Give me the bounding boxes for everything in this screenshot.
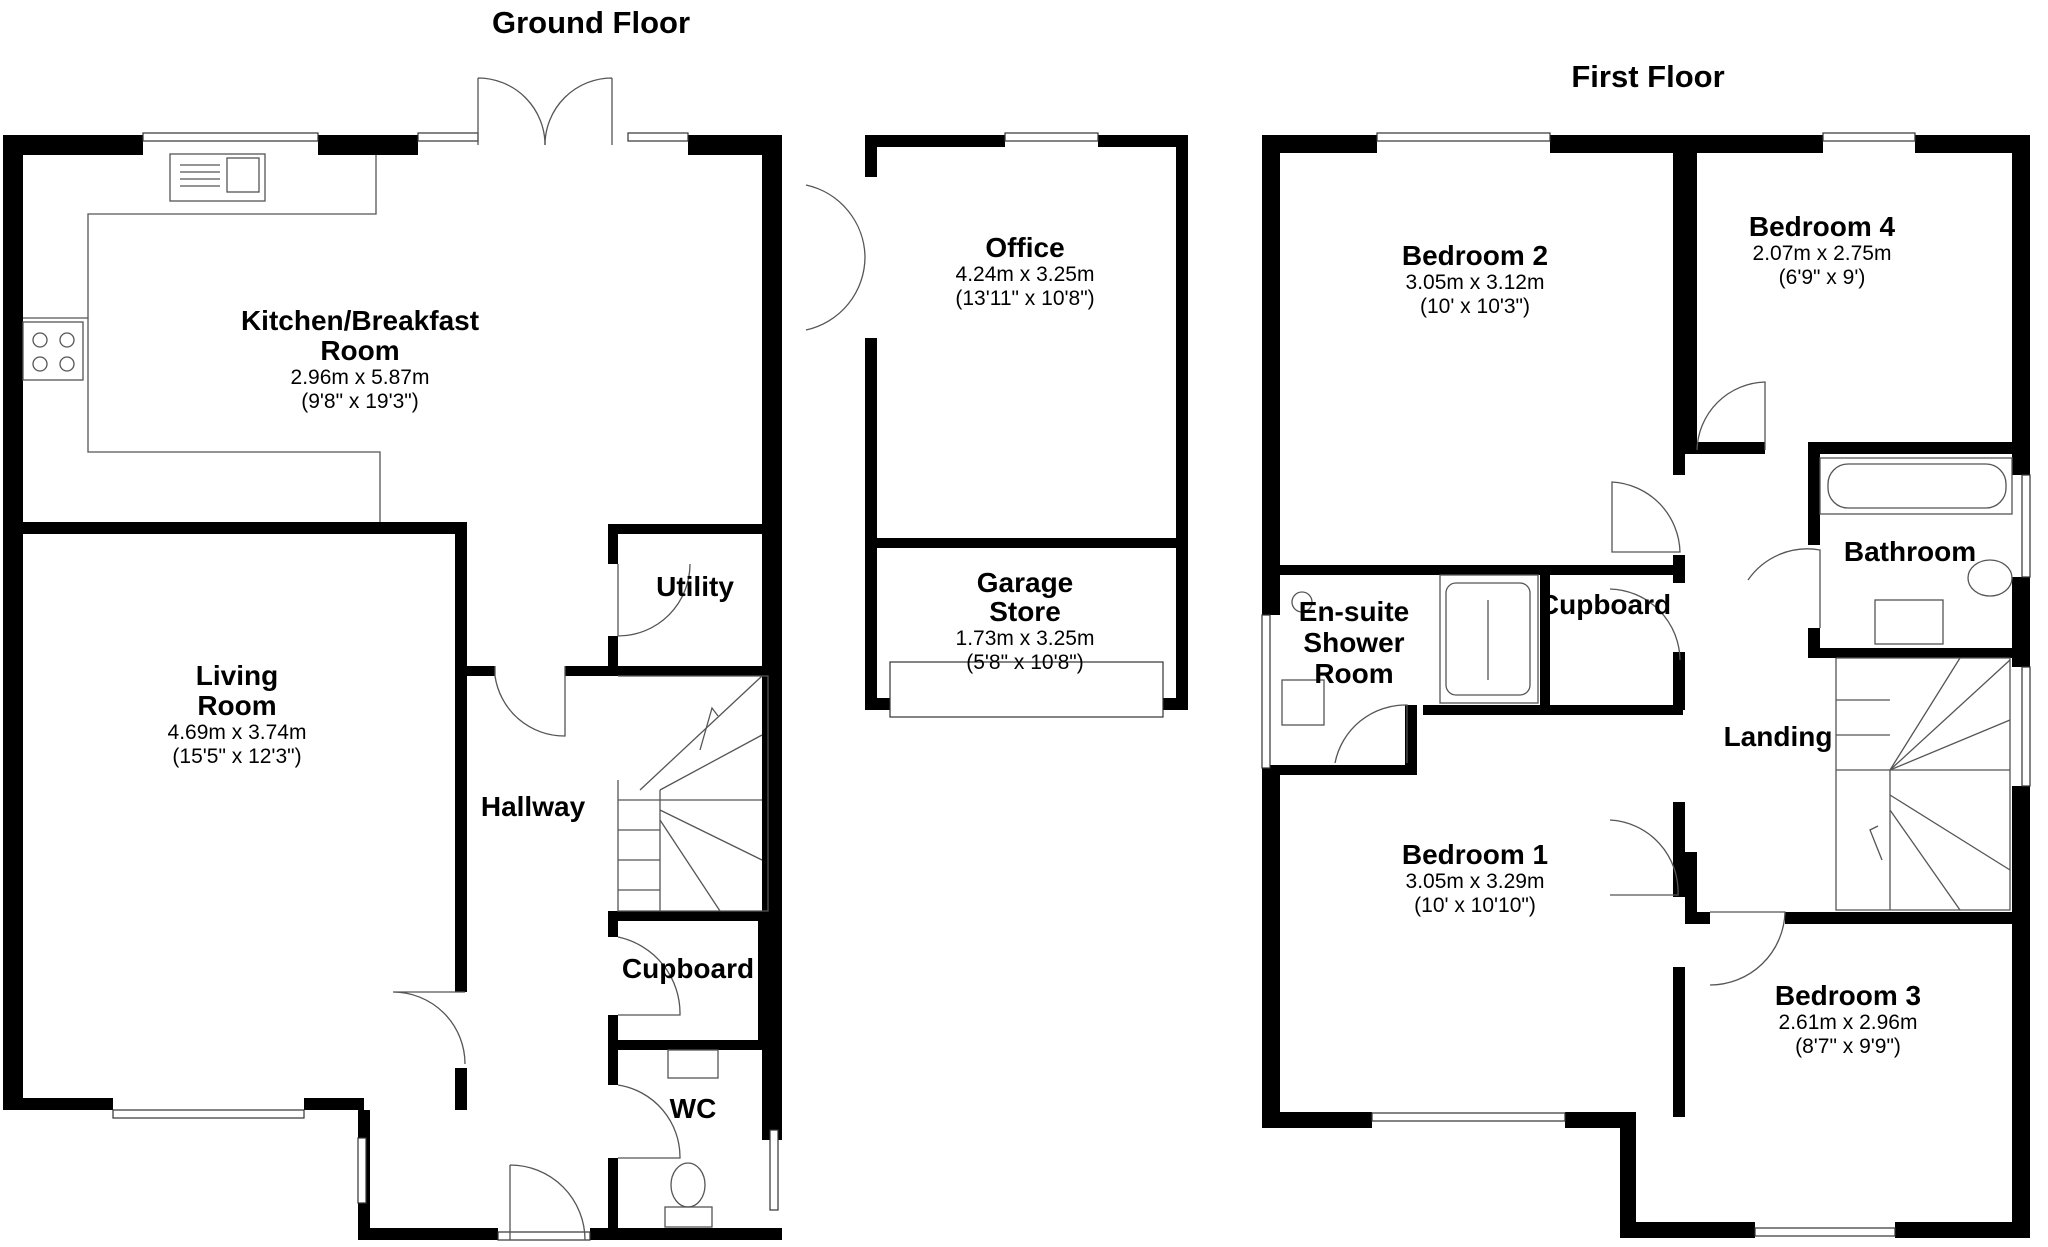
garage-store-name-2: Store	[989, 596, 1061, 627]
room-office: Office 4.24m x 3.25m (13'11" x 10'8")	[955, 232, 1094, 310]
room-kitchen: Kitchen/Breakfast Room 2.96m x 5.87m (9'…	[241, 305, 479, 413]
landing-label: Landing	[1724, 721, 1833, 752]
bedroom1-imperial: (10' x 10'10")	[1414, 894, 1536, 917]
bedroom3-imperial: (8'7" x 9'9")	[1795, 1035, 1901, 1058]
living-name: Living	[196, 660, 278, 691]
toilet-icon	[1967, 559, 2013, 597]
ground-staircase	[617, 675, 769, 912]
bedroom1-metric: 3.05m x 3.29m	[1406, 870, 1545, 893]
office-walls	[805, 132, 1188, 718]
ground-floor-walls	[3, 135, 782, 1240]
basin-icon	[667, 1049, 719, 1079]
toilet-icon	[670, 1162, 706, 1208]
shower-icon	[1439, 574, 1539, 704]
bathroom-label: Bathroom	[1844, 536, 1976, 567]
sink-icon	[169, 153, 266, 202]
bedroom4-metric: 2.07m x 2.75m	[1753, 242, 1892, 265]
ground-floor-doors	[392, 77, 691, 1241]
ensuite-basin-icon	[1281, 679, 1325, 726]
room-garage-store: Garage Store 1.73m x 3.25m (5'8" x 10'8"…	[956, 567, 1095, 674]
garage-store-name: Garage	[977, 567, 1074, 598]
ensuite-name-3: Room	[1314, 658, 1393, 689]
ground-floor-windows	[112, 132, 779, 1241]
living-metric: 4.69m x 3.74m	[168, 721, 307, 744]
wc-label: WC	[670, 1093, 717, 1124]
utility-label: Utility	[656, 571, 734, 602]
bedroom2-metric: 3.05m x 3.12m	[1406, 271, 1545, 294]
room-bedroom-4: Bedroom 4 2.07m x 2.75m (6'9" x 9')	[1749, 211, 1896, 289]
bedroom1-name: Bedroom 1	[1402, 839, 1548, 870]
room-bedroom-2: Bedroom 2 3.05m x 3.12m (10' x 10'3")	[1402, 240, 1548, 318]
office-imperial: (13'11" x 10'8")	[955, 287, 1094, 310]
ground-floor-title: Ground Floor	[492, 5, 690, 40]
hallway-label: Hallway	[481, 791, 586, 822]
kitchen-name-2: Room	[320, 335, 399, 366]
first-floor-windows	[1261, 132, 2031, 1237]
first-cupboard-label: Cupboard	[1539, 589, 1671, 620]
hob-icon	[22, 321, 84, 381]
first-floor-walls	[1262, 135, 2030, 1238]
office-metric: 4.24m x 3.25m	[956, 263, 1095, 286]
kitchen-metric: 2.96m x 5.87m	[291, 366, 430, 389]
bedroom2-imperial: (10' x 10'3")	[1420, 295, 1530, 318]
kitchen-worktops	[22, 153, 381, 522]
bedroom3-name: Bedroom 3	[1775, 980, 1921, 1011]
garage-store-imperial: (5'8" x 10'8")	[966, 651, 1083, 674]
first-staircase	[1835, 657, 2011, 911]
room-living: Living Room 4.69m x 3.74m (15'5" x 12'3"…	[168, 660, 307, 768]
bedroom4-name: Bedroom 4	[1749, 211, 1896, 242]
kitchen-imperial: (9'8" x 19'3")	[301, 390, 418, 413]
room-bedroom-1: Bedroom 1 3.05m x 3.29m (10' x 10'10")	[1402, 839, 1548, 917]
kitchen-name: Kitchen/Breakfast	[241, 305, 479, 336]
office-name: Office	[985, 232, 1064, 263]
living-name-2: Room	[197, 690, 276, 721]
first-floor-doors	[1334, 381, 1821, 986]
bath-icon	[1819, 457, 2013, 515]
bathroom-basin-icon	[1874, 599, 1944, 645]
ensuite-name-2: Shower	[1303, 627, 1404, 658]
living-imperial: (15'5" x 12'3")	[172, 745, 301, 768]
bedroom2-name: Bedroom 2	[1402, 240, 1548, 271]
room-ensuite: En-suite Shower Room	[1299, 596, 1409, 689]
first-floor-title: First Floor	[1571, 59, 1724, 94]
ground-cupboard-label: Cupboard	[622, 953, 754, 984]
bedroom3-metric: 2.61m x 2.96m	[1779, 1011, 1918, 1034]
bedroom4-imperial: (6'9" x 9')	[1779, 266, 1866, 289]
bathroom-fixtures	[1819, 457, 2013, 645]
wc-fixtures	[664, 1049, 719, 1228]
ensuite-fixtures	[1281, 574, 1539, 726]
ensuite-name: En-suite	[1299, 596, 1409, 627]
garage-store-metric: 1.73m x 3.25m	[956, 627, 1095, 650]
room-bedroom-3: Bedroom 3 2.61m x 2.96m (8'7" x 9'9")	[1775, 980, 1921, 1058]
